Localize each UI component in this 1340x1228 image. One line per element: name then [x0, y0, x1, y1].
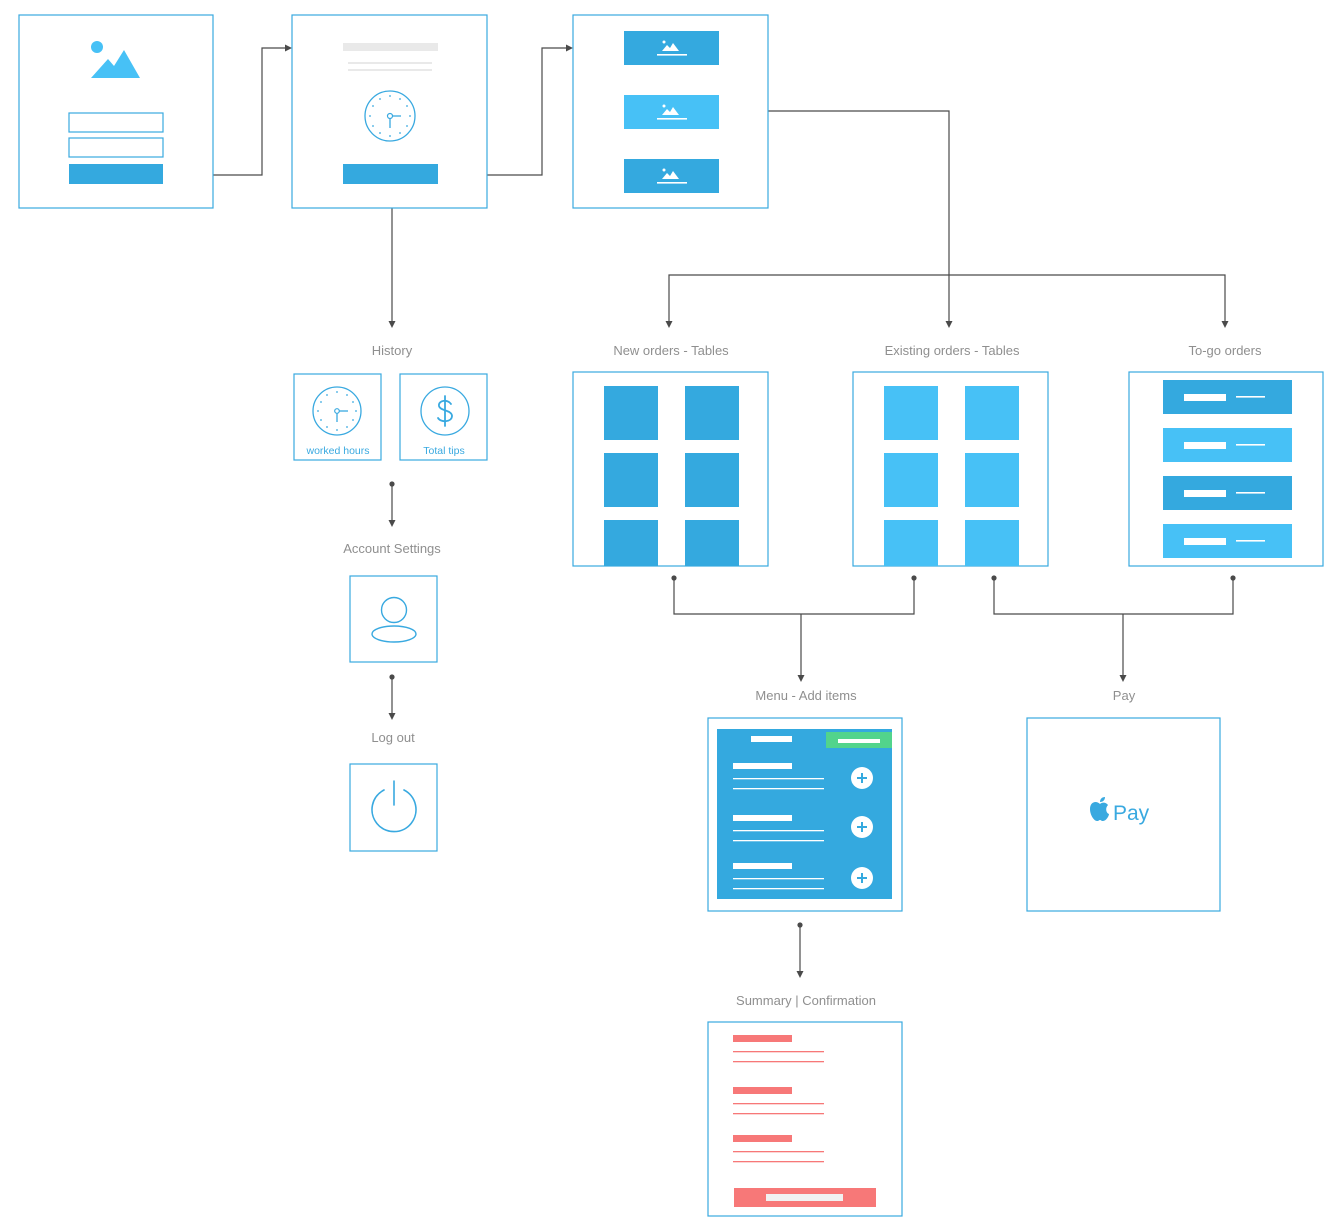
table-tile[interactable] [685, 453, 739, 507]
login-screen [18, 14, 214, 209]
add-item-button[interactable] [851, 867, 873, 889]
apple-pay-button[interactable]: Pay [1090, 797, 1150, 825]
password-field[interactable] [68, 137, 164, 158]
existing-orders-screen [852, 371, 1049, 567]
table-tile[interactable] [965, 453, 1019, 507]
table-tile[interactable] [685, 386, 739, 440]
to-go-order-row[interactable] [1163, 380, 1292, 414]
add-item-button[interactable] [851, 767, 873, 789]
confirm-order-button[interactable] [734, 1188, 876, 1207]
history-total-tips-card[interactable]: Total tips [399, 373, 488, 461]
category-button-2[interactable] [624, 95, 719, 129]
worked-hours-label: worked hours [305, 445, 369, 457]
connector-login-to-clockin [189, 47, 286, 176]
dollar-icon [420, 386, 470, 436]
menu-tab-active[interactable] [751, 736, 792, 742]
summary-confirmation-label: Summary | Confirmation [736, 993, 876, 1008]
image-icon [657, 104, 687, 120]
pay-screen: Pay [1026, 717, 1221, 912]
connector-orders-branch [668, 274, 1226, 322]
menu-item-row [733, 815, 873, 842]
user-icon [371, 596, 417, 643]
clock-icon [312, 386, 362, 436]
to-go-orders-screen [1128, 371, 1324, 567]
table-tile[interactable] [965, 520, 1019, 566]
log-out-label: Log out [371, 730, 415, 745]
history-worked-hours-card[interactable]: worked hours [293, 373, 382, 461]
pay-label: Pay [1113, 688, 1136, 703]
table-tile[interactable] [884, 453, 938, 507]
menu-add-items-label: Menu - Add items [755, 688, 857, 703]
image-icon [657, 40, 687, 56]
account-settings-screen[interactable] [349, 575, 438, 663]
table-tile[interactable] [884, 520, 938, 566]
order-type-screen [572, 14, 769, 209]
new-orders-label: New orders - Tables [613, 343, 729, 358]
image-icon [91, 41, 140, 78]
account-settings-label: Account Settings [343, 541, 441, 556]
apple-pay-text: Pay [1113, 802, 1150, 825]
history-label: History [372, 343, 413, 358]
plus-icon [857, 822, 867, 832]
table-tile[interactable] [604, 386, 658, 440]
total-tips-label: Total tips [423, 445, 464, 457]
apple-icon [1090, 797, 1109, 821]
table-tile[interactable] [685, 520, 739, 566]
username-field[interactable] [68, 112, 164, 133]
connector-tables-to-menu [673, 578, 915, 676]
connector-orders-to-pay [993, 578, 1234, 676]
clock-in-button[interactable] [343, 164, 438, 184]
image-icon [657, 168, 687, 184]
summary-item-row [733, 1035, 824, 1063]
log-out-screen[interactable] [349, 763, 438, 852]
summary-confirmation-screen [707, 1021, 903, 1217]
to-go-order-row[interactable] [1163, 476, 1292, 510]
menu-add-items-screen [707, 717, 903, 912]
existing-orders-label: Existing orders - Tables [885, 343, 1020, 358]
plus-icon [857, 773, 867, 783]
text-line-placeholder [348, 69, 432, 71]
add-item-button[interactable] [851, 816, 873, 838]
table-tile[interactable] [604, 453, 658, 507]
to-go-order-row[interactable] [1163, 428, 1292, 462]
to-go-order-row[interactable] [1163, 524, 1292, 558]
title-placeholder [343, 43, 438, 51]
category-button-1[interactable] [624, 31, 719, 65]
power-icon [371, 780, 417, 833]
table-tile[interactable] [604, 520, 658, 566]
connector-clockin-to-categories [469, 47, 567, 176]
table-tile[interactable] [884, 386, 938, 440]
clock-in-screen [291, 14, 488, 209]
new-orders-screen [572, 371, 769, 567]
category-button-3[interactable] [624, 159, 719, 193]
summary-item-row [733, 1135, 824, 1163]
menu-item-row [733, 763, 873, 790]
to-go-orders-label: To-go orders [1189, 343, 1262, 358]
table-tile[interactable] [965, 386, 1019, 440]
clock-icon [364, 90, 416, 142]
summary-item-row [733, 1087, 824, 1115]
text-line-placeholder [348, 62, 432, 64]
plus-icon [857, 873, 867, 883]
menu-item-row [733, 863, 873, 890]
connector-categories-to-orders [752, 110, 950, 322]
login-button[interactable] [69, 164, 163, 184]
